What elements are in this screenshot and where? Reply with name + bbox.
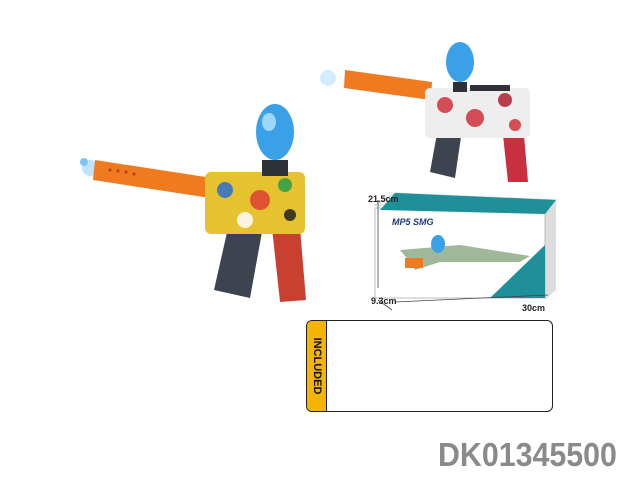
product-code: DK01345500 xyxy=(438,436,617,473)
included-strip: INCLUDED xyxy=(307,321,327,411)
large-gun xyxy=(80,104,306,302)
package-box xyxy=(373,192,558,311)
width-label: 30cm xyxy=(522,303,546,313)
included-panel: INCLUDED xyxy=(306,320,553,412)
hopper-highlight xyxy=(262,113,276,131)
depth-label: 9.3cm xyxy=(371,296,397,306)
included-label: INCLUDED xyxy=(310,337,323,395)
small-gun xyxy=(320,42,530,182)
box-title: MP5 SMG xyxy=(392,217,434,227)
height-label: 21.5cm xyxy=(368,194,399,204)
